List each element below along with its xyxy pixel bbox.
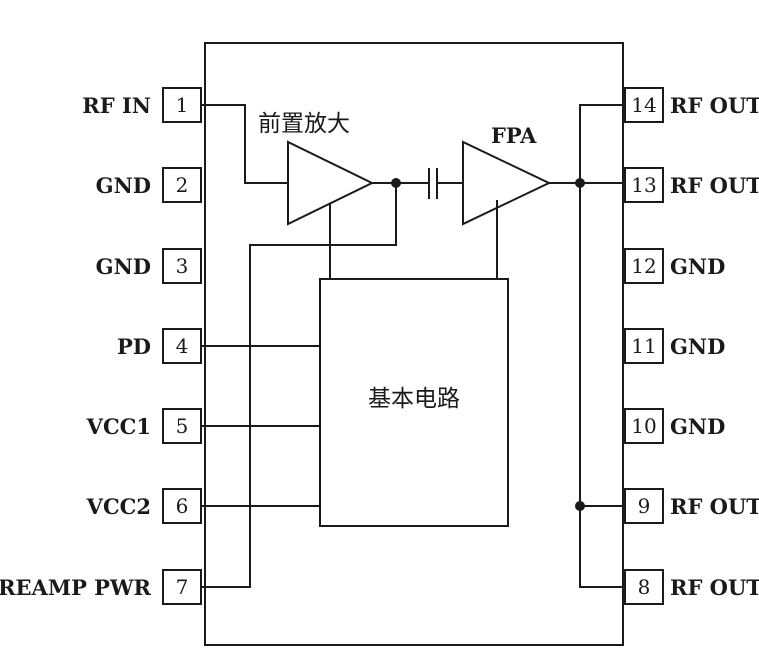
- pin-3-number: 3: [176, 254, 189, 278]
- pin-1-box: [162, 87, 202, 123]
- pin-8-label: RF OUT: [670, 575, 759, 600]
- pin-7-label: PREAMP PWR: [0, 575, 152, 600]
- pin-10-label: GND: [670, 414, 725, 439]
- pin-9-label: RF OUT: [670, 494, 759, 519]
- right-pin-boxes: [624, 87, 664, 605]
- core-circuit-block: [319, 278, 509, 527]
- pin-8-number: 8: [638, 575, 651, 599]
- right-pin-labels: RF OUT RF OUT GND GND GND RF OUT RF OUT: [670, 93, 759, 600]
- rf-out-junction-13: [575, 178, 585, 188]
- pin-14-label: RF OUT: [670, 93, 759, 118]
- pin-5-box: [162, 408, 202, 444]
- coupling-capacitor: [372, 168, 463, 199]
- pin-2-box: [162, 167, 202, 203]
- core-circuit-label: 基本电路: [368, 386, 460, 412]
- pin-10-number: 10: [631, 414, 656, 438]
- pin-6-number: 6: [176, 494, 189, 518]
- pin-3-box: [162, 248, 202, 284]
- pin-10-box: [624, 408, 664, 444]
- pin-12-label: GND: [670, 254, 725, 279]
- pin-2-number: 2: [176, 173, 189, 197]
- pin-4-label: PD: [117, 334, 151, 359]
- preamp-output-junction: [391, 178, 401, 188]
- pin-1-label: RF IN: [82, 93, 151, 118]
- pin-6-box: [162, 488, 202, 524]
- pin-13-label: RF OUT: [670, 173, 759, 198]
- wiring: [201, 104, 625, 588]
- pin-14-number: 14: [631, 93, 656, 117]
- pin-6-label: VCC2: [86, 494, 151, 519]
- pin-7-box: [162, 569, 202, 605]
- pin-5-number: 5: [176, 414, 189, 438]
- pin-2-label: GND: [96, 173, 151, 198]
- pin-12-number: 12: [631, 254, 656, 278]
- fpa-label: FPA: [491, 123, 537, 148]
- pin-11-number: 11: [631, 334, 656, 358]
- pin-9-number: 9: [638, 494, 651, 518]
- pin-4-box: [162, 328, 202, 364]
- pin-3-label: GND: [96, 254, 151, 279]
- pin-7-number: 7: [176, 575, 189, 599]
- pin-5-label: VCC1: [86, 414, 151, 439]
- package-outline: [204, 42, 624, 646]
- junction-dots: [391, 178, 585, 511]
- pin-13-box: [624, 167, 664, 203]
- pin-4-number: 4: [176, 334, 189, 358]
- pin-11-box: [624, 328, 664, 364]
- pin-13-number: 13: [631, 173, 656, 197]
- pin-8-box: [624, 569, 664, 605]
- right-pin-numbers: 14 13 12 11 10 9 8: [631, 93, 656, 599]
- preamp-label: 前置放大: [258, 111, 350, 137]
- left-pin-labels: RF IN GND GND PD VCC1 VCC2 PREAMP PWR: [0, 93, 152, 600]
- left-pin-boxes: [162, 87, 202, 605]
- pin-11-label: GND: [670, 334, 725, 359]
- left-pin-numbers: 1 2 3 4 5 6 7: [176, 93, 189, 599]
- rf-out-junction-9: [575, 501, 585, 511]
- pin-12-box: [624, 248, 664, 284]
- pin-1-number: 1: [176, 93, 189, 117]
- fpa-triangle: [462, 140, 552, 226]
